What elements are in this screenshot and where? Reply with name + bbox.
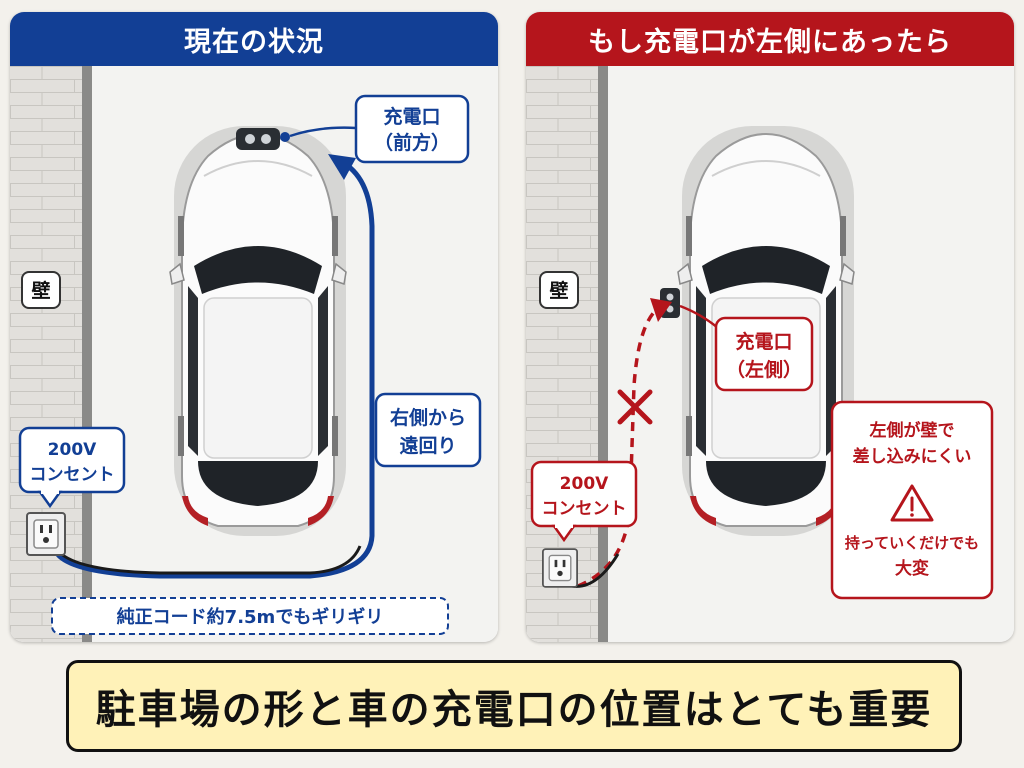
wall-label: 壁 <box>31 279 50 302</box>
power-outlet-icon <box>542 548 578 588</box>
warning-line4: 大変 <box>895 558 929 579</box>
wall <box>526 66 598 642</box>
car <box>169 125 347 536</box>
front-charge-port-icon <box>236 128 280 150</box>
summary-banner: 駐車場の形と車の充電口の位置はとても重要 <box>66 660 962 752</box>
panel-title: もし充電口が左側にあったら <box>526 12 1014 66</box>
scene-hypothetical: 壁 充電口 （左側） 200V コンセント <box>526 66 1014 642</box>
port-marker-dot <box>280 132 290 142</box>
wall-edge <box>82 66 92 642</box>
cord-note: 純正コード約7.5mでもギリギリ <box>117 606 384 628</box>
outlet-label-box: 200V コンセント <box>530 460 638 543</box>
warning-line2: 差し込みにくい <box>853 446 972 467</box>
charging-route-arrow <box>53 158 375 579</box>
port-label-box: 充電口 （左側） <box>714 316 814 392</box>
route-label-box: 右側から 遠回り <box>374 392 482 468</box>
wall-label-box: 壁 <box>21 271 61 309</box>
outlet-label-line2: コンセント <box>30 465 115 485</box>
cord-note-box: 純正コード約7.5mでもギリギリ <box>51 597 449 635</box>
wall-label: 壁 <box>549 279 568 302</box>
arrow-head-icon <box>650 298 672 322</box>
outlet-label-line1: 200V <box>560 474 609 494</box>
port-label-line1: 充電口 <box>383 105 440 128</box>
port-label-line2: （前方） <box>374 131 450 154</box>
warning-line1: 左側が壁で <box>870 420 955 441</box>
power-outlet-icon <box>26 512 66 556</box>
panel-current-situation: 現在の状況 壁 充電口 （前方） 右側から 遠回り <box>10 12 498 642</box>
charging-cord <box>54 545 362 575</box>
port-label-line1: 充電口 <box>735 330 792 353</box>
outlet-label-box: 200V コンセント <box>18 426 126 509</box>
wall-edge <box>598 66 608 642</box>
warning-box: 左側が壁で 差し込みにくい 持っていくだけでも 大変 <box>830 400 994 600</box>
outlet-label-line1: 200V <box>48 440 97 460</box>
arrow-head-icon <box>328 154 356 180</box>
wall-label-box: 壁 <box>539 271 579 309</box>
warning-line3: 持っていくだけでも <box>845 534 979 552</box>
panel-title: 現在の状況 <box>10 12 498 66</box>
route-label-line2: 遠回り <box>399 435 456 457</box>
scene-current: 壁 充電口 （前方） 右側から 遠回り 200V コンセント <box>10 66 498 642</box>
warning-icon <box>890 484 934 522</box>
port-label-line2: （左側） <box>726 358 802 381</box>
outlet-label-line2: コンセント <box>542 499 627 519</box>
port-label-box: 充電口 （前方） <box>354 94 470 164</box>
port-leader-line <box>289 126 357 138</box>
panel-if-left-port: もし充電口が左側にあったら 壁 充電口 （左側） <box>526 12 1014 642</box>
route-label-line1: 右側から <box>389 406 466 429</box>
cross-mark-icon <box>617 389 653 425</box>
